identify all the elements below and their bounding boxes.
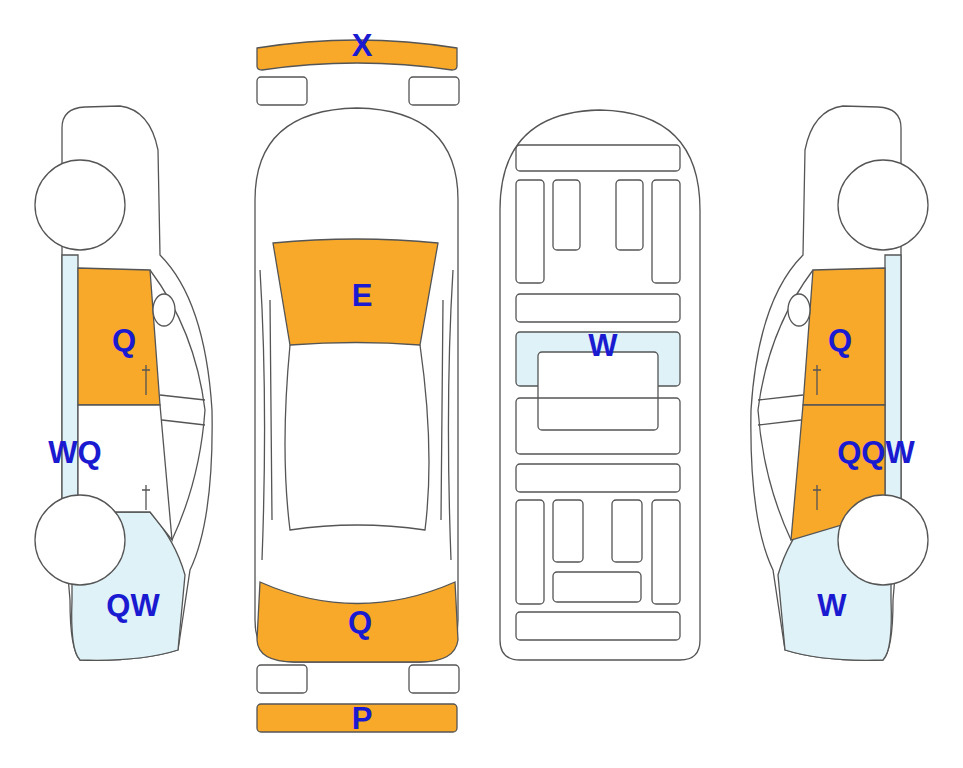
damage-code: X [352, 30, 373, 61]
damage-code: Q [348, 607, 372, 638]
damage-code: Q [112, 325, 136, 356]
underside-view [500, 110, 700, 660]
damage-code: Q [828, 325, 852, 356]
damage-code: QW [106, 590, 159, 621]
right-side-view [751, 106, 928, 660]
left-side-view [35, 106, 212, 660]
damage-code: E [352, 280, 373, 311]
damage-code: W [588, 330, 617, 361]
damage-code: WQ [48, 437, 101, 468]
damage-code: W [817, 590, 846, 621]
damage-code: QQW [837, 437, 915, 468]
top-view [255, 40, 459, 732]
damage-code: P [352, 703, 373, 734]
